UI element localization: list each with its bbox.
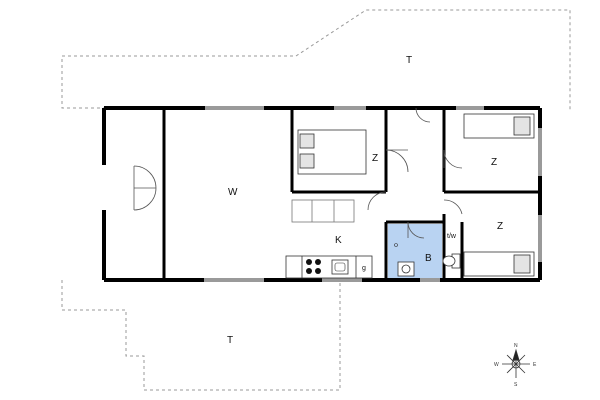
- stairs: [291, 199, 355, 223]
- kitchen-label: K: [335, 235, 342, 246]
- terrace-north-outline: [61, 9, 571, 110]
- sink-icon: [331, 259, 349, 275]
- bedroom-1-label: Z: [372, 153, 378, 164]
- terrace-door: [133, 165, 157, 211]
- stove-icon: [306, 259, 321, 274]
- room-doors: [367, 107, 463, 239]
- terrace-north-label: T: [406, 55, 412, 66]
- appliance-label: g: [362, 265, 366, 272]
- beds: [297, 113, 535, 277]
- pillow: [299, 133, 315, 149]
- interior-walls: [162, 108, 540, 280]
- terrace-south-outline: [61, 280, 341, 391]
- windows: [204, 106, 542, 282]
- terrace-south-label: T: [227, 335, 233, 346]
- sink-basin: [334, 262, 346, 272]
- compass-e-label: E: [533, 362, 537, 368]
- living-room-label: W: [228, 187, 238, 198]
- kitchen-counter: [285, 255, 373, 279]
- washbasin-icon: [397, 261, 415, 277]
- utility-label: t/w: [447, 233, 457, 240]
- toilet-icon: [442, 253, 461, 269]
- pillow: [299, 153, 315, 169]
- bathroom-label: B: [425, 253, 432, 264]
- compass-s-label: S: [514, 382, 518, 388]
- pillow: [513, 116, 531, 136]
- shower-drain-icon: [394, 243, 398, 247]
- bedroom-2-label: Z: [491, 157, 497, 168]
- compass-icon: [502, 348, 530, 378]
- compass-w-label: W: [494, 362, 499, 368]
- compass-n-label: N: [514, 343, 518, 349]
- bathroom-floor: [388, 224, 442, 278]
- pillow: [513, 254, 531, 274]
- bedroom-3-label: Z: [497, 221, 503, 232]
